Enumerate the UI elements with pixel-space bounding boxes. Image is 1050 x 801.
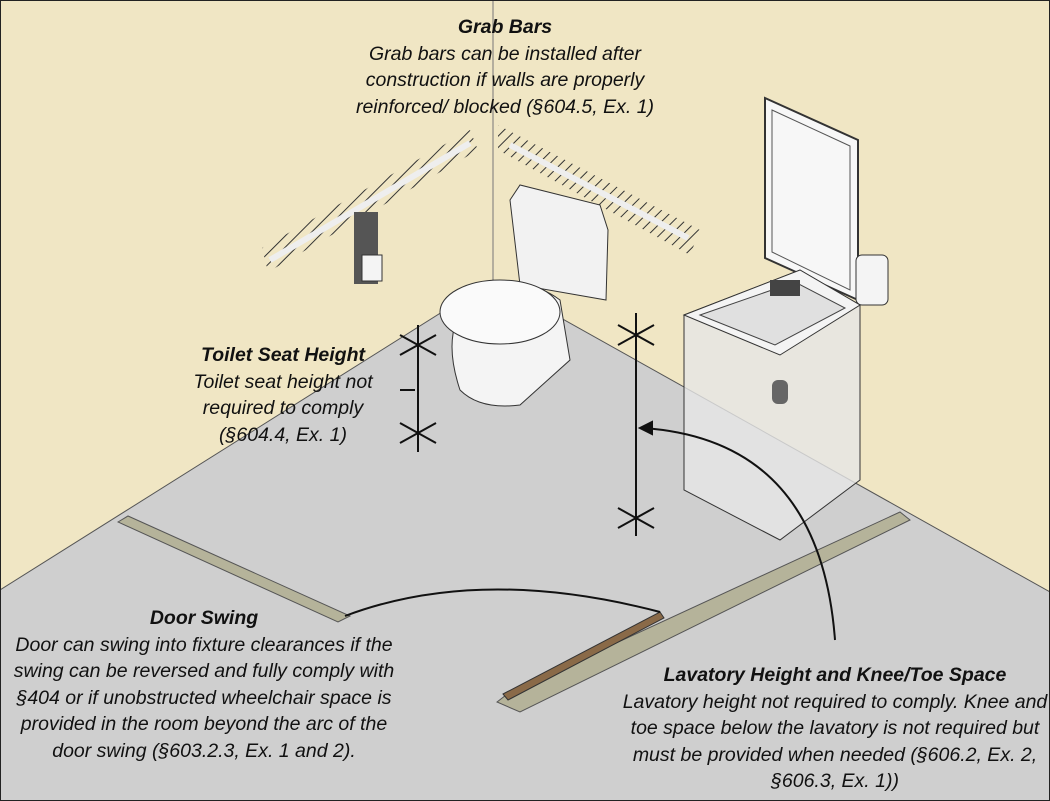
door-swing-arc [344, 588, 661, 617]
door-panel [502, 611, 665, 701]
toilet-seat-dimension [399, 325, 437, 452]
grab-bar [508, 142, 690, 241]
callout-title: Door Swing [149, 607, 259, 629]
lavatory-callout: Lavatory Height and Knee/Toe Space Lavat… [620, 662, 1050, 795]
lavatory-basin [698, 281, 847, 346]
callout-body: Door can swing into fixture clearances i… [13, 633, 395, 762]
mirror-frame [771, 109, 851, 291]
faucet [770, 280, 800, 296]
floor [0, 279, 1050, 801]
callout-title: Lavatory Height and Knee/Toe Space [663, 664, 1007, 686]
grab-bar [268, 140, 472, 263]
threshold-strip [116, 515, 352, 623]
callout-body: Grab bars can be installed after constru… [355, 42, 655, 118]
callout-body: Toilet seat height not required to compl… [193, 370, 373, 446]
toilet-paper [361, 254, 383, 282]
lavatory-height-dimension [617, 313, 836, 641]
door-swing-callout: Door Swing Door can swing into fixture c… [4, 605, 404, 764]
toilet-seat-callout: Toilet Seat Height Toilet seat height no… [168, 342, 398, 448]
callout-title: Toilet Seat Height [201, 344, 365, 366]
toilet-seat [439, 279, 561, 345]
callout-body: Lavatory height not required to comply. … [622, 690, 1048, 793]
drain-pipe [772, 380, 788, 404]
soap-dispenser [855, 254, 889, 306]
callout-title: Grab Bars [457, 16, 553, 38]
grab-bars-callout: Grab Bars Grab bars can be installed aft… [320, 14, 690, 120]
